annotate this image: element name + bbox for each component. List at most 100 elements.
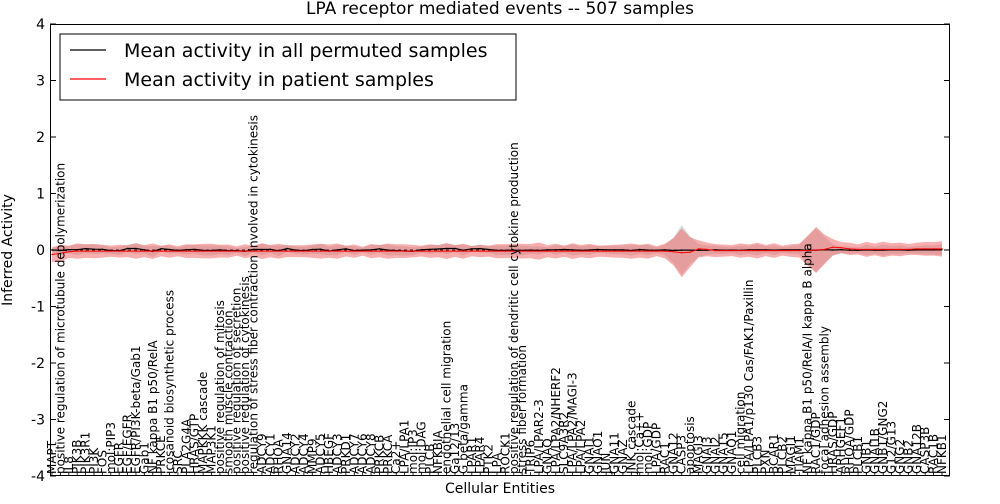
series-1-point xyxy=(622,250,624,252)
y-tick-label: -1 xyxy=(31,300,45,316)
x-tick-label: GNG2 xyxy=(893,439,907,474)
series-1-point xyxy=(941,248,943,250)
x-tick-label: ADCY7 xyxy=(347,433,361,474)
series-0-point xyxy=(664,249,666,251)
y-tick-label: -3 xyxy=(31,413,45,429)
x-tick-label: Ga12/13 xyxy=(448,423,462,474)
series-0-point xyxy=(362,249,364,251)
x-tick-label: LPA/LPAR2-3 xyxy=(532,399,546,474)
series-1-point xyxy=(152,250,154,252)
x-tick-label: RHOA/GDP xyxy=(843,409,857,474)
y-tick-label: -2 xyxy=(31,356,45,372)
series-1-point xyxy=(370,250,372,252)
y-tick-label: 3 xyxy=(36,74,45,90)
series-0-point xyxy=(101,248,104,250)
series-1-point xyxy=(781,249,784,252)
series-1-point xyxy=(563,250,565,252)
x-tick-label: PXN xyxy=(759,450,773,474)
x-tick-label: GNA11 xyxy=(608,432,622,474)
series-1-point xyxy=(395,250,397,252)
series-1-point xyxy=(613,250,616,252)
series-0-point xyxy=(597,248,599,251)
x-tick-label: endothelial cell migration xyxy=(440,321,454,474)
series-0-point xyxy=(613,249,616,251)
x-tick-label: mol:GDP xyxy=(641,422,655,474)
x-tick-label: positive regulation of mitosis xyxy=(213,300,227,474)
x-tick-label: MMP9 xyxy=(305,438,319,474)
series-1-point xyxy=(865,248,868,251)
series-1-point xyxy=(362,250,364,252)
x-tick-label: NFKB1 xyxy=(935,434,949,474)
x-tick-label: GNB1 xyxy=(859,440,873,474)
legend-label-patient: Mean activity in patient samples xyxy=(124,69,434,91)
series-1-point xyxy=(320,250,322,252)
series-0-point xyxy=(445,247,448,250)
series-1-point xyxy=(177,250,179,252)
x-axis-label: Cellular Entities xyxy=(445,481,555,497)
series-1-point xyxy=(345,250,347,252)
series-0-point xyxy=(588,249,591,251)
x-tick-label: MAPKKK cascade xyxy=(196,372,210,474)
series-1-point xyxy=(227,250,229,252)
x-tick-label: smooth muscle contraction xyxy=(221,310,235,474)
x-tick-label: ARHGEF1 xyxy=(834,417,848,474)
legend-box xyxy=(59,33,517,101)
x-tick-label: NF kappa B1 p50/RelA/I kappa B alpha xyxy=(801,243,815,474)
series-1-point xyxy=(59,252,62,255)
x-tick-label: icosanoid biosynthetic process xyxy=(163,290,177,474)
x-tick-label: FOS xyxy=(95,450,109,474)
series-1-point xyxy=(823,248,826,251)
series-1-point xyxy=(244,250,246,252)
series-1-point xyxy=(487,250,490,252)
series-1-point xyxy=(135,250,137,252)
series-0-point xyxy=(68,248,70,251)
series-1-point xyxy=(874,248,876,251)
series-0-point xyxy=(832,249,834,251)
x-tick-label: PRKD1 xyxy=(339,434,353,474)
series-1-point xyxy=(664,250,666,252)
series-0-point xyxy=(194,248,196,251)
series-1-point xyxy=(832,246,834,248)
x-tick-label: GNB1/GNG2 xyxy=(876,401,890,474)
series-0-point xyxy=(639,248,641,251)
x-tick-label: G beta/gamma xyxy=(456,384,470,474)
y-tick-label: 1 xyxy=(36,187,45,203)
series-1-point xyxy=(160,250,162,252)
x-tick-label: GNAI2 xyxy=(708,436,722,474)
series-1-point xyxy=(471,250,473,252)
series-1-point xyxy=(807,249,809,252)
x-tick-label: ADCY9 xyxy=(255,433,269,474)
y-tick-label: 4 xyxy=(36,17,45,33)
x-tick-label: GNAI1 xyxy=(582,436,596,474)
x-tick-label: PIK3B xyxy=(70,439,84,474)
x-tick-label: positive regulation of dendritic cell cy… xyxy=(507,142,521,474)
series-1-point xyxy=(597,250,599,252)
series-1-point xyxy=(278,250,280,252)
series-1-point xyxy=(647,250,649,252)
x-tick-label: RAC1 xyxy=(658,442,672,474)
x-tick-label: positive regulation of secretion xyxy=(230,288,244,474)
series-1-point xyxy=(252,250,255,252)
x-tick-label: mol:DAG xyxy=(414,421,428,474)
x-tick-label: SRC xyxy=(171,450,185,474)
x-tick-label: LPAR1 xyxy=(465,437,479,474)
series-1-point xyxy=(580,250,582,252)
series-1-point xyxy=(697,248,700,250)
x-tick-label: LPA/LPA2/MAGI-3 xyxy=(566,372,580,474)
series-0-point xyxy=(571,249,574,251)
series-1-point xyxy=(437,250,439,252)
series-0-point xyxy=(185,249,187,251)
series-0-point xyxy=(168,248,171,251)
series-0-point xyxy=(311,248,313,251)
x-tick-label: GNAQ1 xyxy=(725,431,739,474)
legend-label-permuted: Mean activity in all permuted samples xyxy=(124,40,487,62)
series-1-point xyxy=(513,250,515,252)
series-0-point xyxy=(320,248,322,250)
x-tick-label: EGF/EGFR xyxy=(121,414,135,474)
x-tick-label: LPA/LPA1 xyxy=(398,420,412,474)
x-tick-label: HRAS/GTP xyxy=(188,414,202,474)
series-1-point xyxy=(76,250,78,252)
series-1-point xyxy=(605,250,607,252)
